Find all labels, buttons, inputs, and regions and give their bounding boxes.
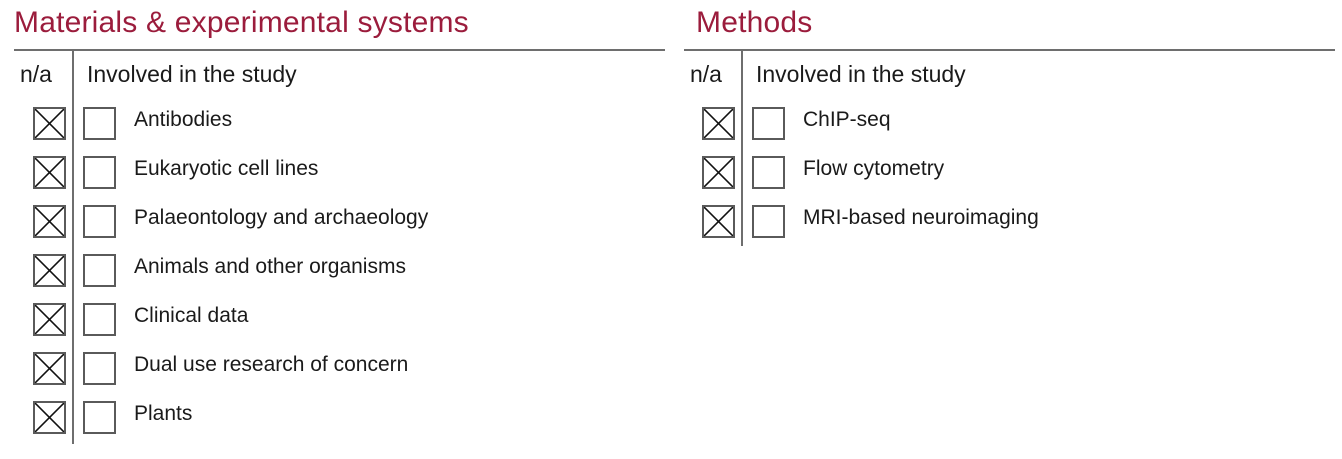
checklist-item: Dual use research of concern	[0, 352, 650, 385]
checklist-item: Flow cytometry	[670, 156, 1320, 189]
na-checkbox[interactable]	[33, 303, 66, 336]
cross-icon	[35, 256, 64, 285]
na-checkbox[interactable]	[702, 107, 735, 140]
na-column-header: n/a	[690, 61, 722, 87]
item-label: Flow cytometry	[803, 157, 945, 180]
na-checkbox[interactable]	[33, 205, 66, 238]
cross-icon	[35, 207, 64, 236]
item-label: Animals and other organisms	[134, 255, 406, 278]
column-divider	[741, 50, 743, 246]
item-label: Antibodies	[134, 108, 233, 131]
involved-checkbox[interactable]	[752, 205, 785, 238]
involved-checkbox[interactable]	[83, 107, 116, 140]
na-checkbox[interactable]	[33, 156, 66, 189]
item-label: MRI-based neuroimaging	[803, 206, 1039, 229]
na-checkbox[interactable]	[33, 107, 66, 140]
section-title: Methods	[696, 6, 813, 39]
na-checkbox[interactable]	[702, 156, 735, 189]
cross-icon	[35, 403, 64, 432]
column-divider	[72, 50, 74, 444]
item-label: Clinical data	[134, 304, 249, 327]
cross-icon	[704, 158, 733, 187]
involved-checkbox[interactable]	[83, 205, 116, 238]
checklist-item: Eukaryotic cell lines	[0, 156, 650, 189]
cross-icon	[704, 207, 733, 236]
involved-checkbox[interactable]	[752, 107, 785, 140]
checklist-item: ChIP-seq	[670, 107, 1320, 140]
checklist-item: Animals and other organisms	[0, 254, 650, 287]
materials-section: Materials & experimental systems n/a Inv…	[0, 0, 670, 459]
na-column-header: n/a	[20, 61, 52, 87]
involved-column-header: Involved in the study	[87, 61, 297, 87]
involved-checkbox[interactable]	[83, 352, 116, 385]
checklist-item: Palaeontology and archaeology	[0, 205, 650, 238]
item-label: Palaeontology and archaeology	[134, 206, 429, 229]
cross-icon	[35, 354, 64, 383]
cross-icon	[704, 109, 733, 138]
section-title: Materials & experimental systems	[14, 6, 469, 39]
involved-checkbox[interactable]	[83, 254, 116, 287]
checklist-item: Plants	[0, 401, 650, 434]
divider	[14, 49, 665, 51]
involved-checkbox[interactable]	[83, 156, 116, 189]
item-label: Dual use research of concern	[134, 353, 409, 376]
cross-icon	[35, 305, 64, 334]
item-label: ChIP-seq	[803, 108, 891, 131]
cross-icon	[35, 158, 64, 187]
involved-checkbox[interactable]	[83, 401, 116, 434]
involved-column-header: Involved in the study	[756, 61, 966, 87]
involved-checkbox[interactable]	[83, 303, 116, 336]
checklist-item: MRI-based neuroimaging	[670, 205, 1320, 238]
methods-section: Methods n/a Involved in the study ChIP-s…	[670, 0, 1342, 459]
checklist-item: Clinical data	[0, 303, 650, 336]
na-checkbox[interactable]	[33, 254, 66, 287]
item-label: Plants	[134, 402, 193, 425]
na-checkbox[interactable]	[33, 401, 66, 434]
cross-icon	[35, 109, 64, 138]
item-label: Eukaryotic cell lines	[134, 157, 319, 180]
na-checkbox[interactable]	[33, 352, 66, 385]
checklist-item: Antibodies	[0, 107, 650, 140]
involved-checkbox[interactable]	[752, 156, 785, 189]
na-checkbox[interactable]	[702, 205, 735, 238]
divider	[684, 49, 1335, 51]
